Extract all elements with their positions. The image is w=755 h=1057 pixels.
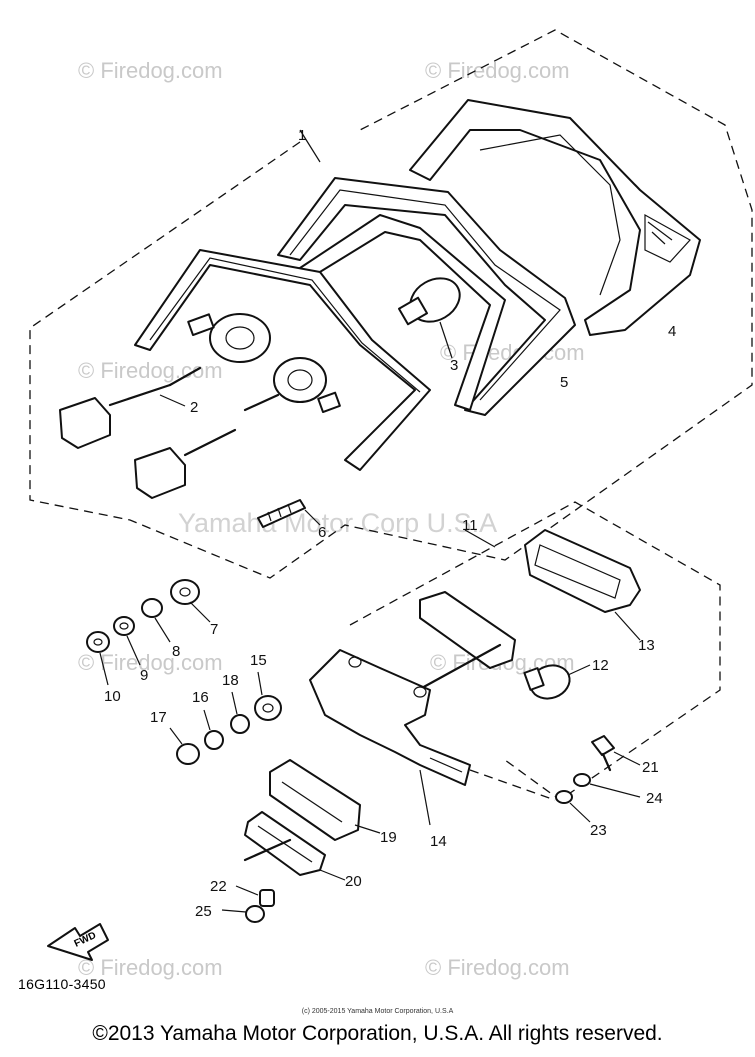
socket-part-2 [59,366,280,499]
leader-18 [231,691,238,715]
leader-22 [235,885,259,896]
callout-labels: 1 2 3 4 5 6 7 8 9 10 11 12 13 14 15 16 1… [104,127,676,920]
collar-part-8 [141,598,163,618]
callout-24: 24 [646,790,663,807]
leader-11 [464,529,496,548]
lamp-housing [134,249,431,471]
callout-2: 2 [190,399,198,416]
assembly-1-boundary [29,29,753,579]
callout-15: 15 [250,652,267,669]
washer-part-9 [113,616,135,636]
license-lens-part-13 [524,529,641,613]
callout-25: 25 [195,903,212,920]
grommet-part-7 [170,579,200,605]
callout-10: 10 [104,688,121,705]
leader-24 [589,783,641,798]
callout-14: 14 [430,833,447,850]
nut-part-25 [245,905,265,923]
leader-25 [221,909,247,913]
leader-10 [99,652,109,686]
grommet-part-15 [254,695,282,721]
callout-19: 19 [380,829,397,846]
callout-11: 11 [462,517,478,534]
nut-part-17 [176,743,200,765]
leader-3 [439,321,453,359]
callout-22: 22 [210,878,227,895]
leader-8 [154,617,171,643]
small-copyright: (c) 2005-2015 Yamaha Motor Corporation, … [301,1008,454,1015]
collar-part-22 [259,889,275,907]
callout-17: 17 [150,709,167,726]
bolt-axis [469,769,556,801]
callout-23: 23 [590,822,607,839]
washer-part-16 [204,730,224,750]
license-lamp-part-19 [269,759,361,841]
leader-14 [419,769,431,826]
nut-part-10 [86,631,110,653]
copyright-notice: ©2013 Yamaha Motor Corporation, U.S.A. A… [92,1022,663,1045]
leader-19 [354,824,381,834]
bulb-part-3 [397,277,461,326]
leader-12 [567,664,591,676]
callout-12: 12 [592,657,609,674]
assembly-11-boundary [349,501,721,801]
callout-4: 4 [668,323,676,340]
callout-20: 20 [345,873,362,890]
watermark: © Firedog.com [78,358,223,383]
watermark: © Firedog.com [78,955,223,980]
callout-8: 8 [172,643,180,660]
leader-1 [299,129,321,163]
callout-1: 1 [298,127,306,144]
leader-9 [126,635,141,666]
screw-part-6 [257,499,306,528]
leader-17 [169,727,183,745]
leader-16 [203,709,211,731]
watermark: © Firedog.com [425,955,570,980]
watermark: © Firedog.com [425,58,570,83]
callout-6: 6 [318,524,326,541]
tail-lens-part-4 [409,99,701,336]
callout-7: 7 [210,621,218,638]
leader-15 [257,671,263,696]
callout-21: 21 [642,759,659,776]
leader-20 [319,869,346,881]
washer-part-18 [230,714,250,734]
nut-part-23 [555,790,573,804]
bolt-part-21 [591,735,615,772]
fwd-arrow-icon: FWD [47,923,109,961]
callout-9: 9 [140,667,148,684]
callout-13: 13 [638,637,655,654]
leader-6 [304,509,321,526]
bracket-part-14 [309,649,471,786]
leader-21 [613,751,641,766]
watermark-brand: Yamaha Motor Corp U.S.A [178,508,497,538]
watermark: © Firedog.com [78,58,223,83]
callout-3: 3 [450,357,458,374]
leader-2 [159,394,186,407]
nut-part-24 [573,773,591,787]
gasket-part-5 [277,177,576,416]
leader-7 [189,601,211,623]
callout-16: 16 [192,689,209,706]
leader-23 [569,802,591,823]
callout-5: 5 [560,374,568,391]
leader-13 [614,611,641,641]
callout-18: 18 [222,672,239,689]
diagram-code: 16G110-3450 [18,976,106,992]
